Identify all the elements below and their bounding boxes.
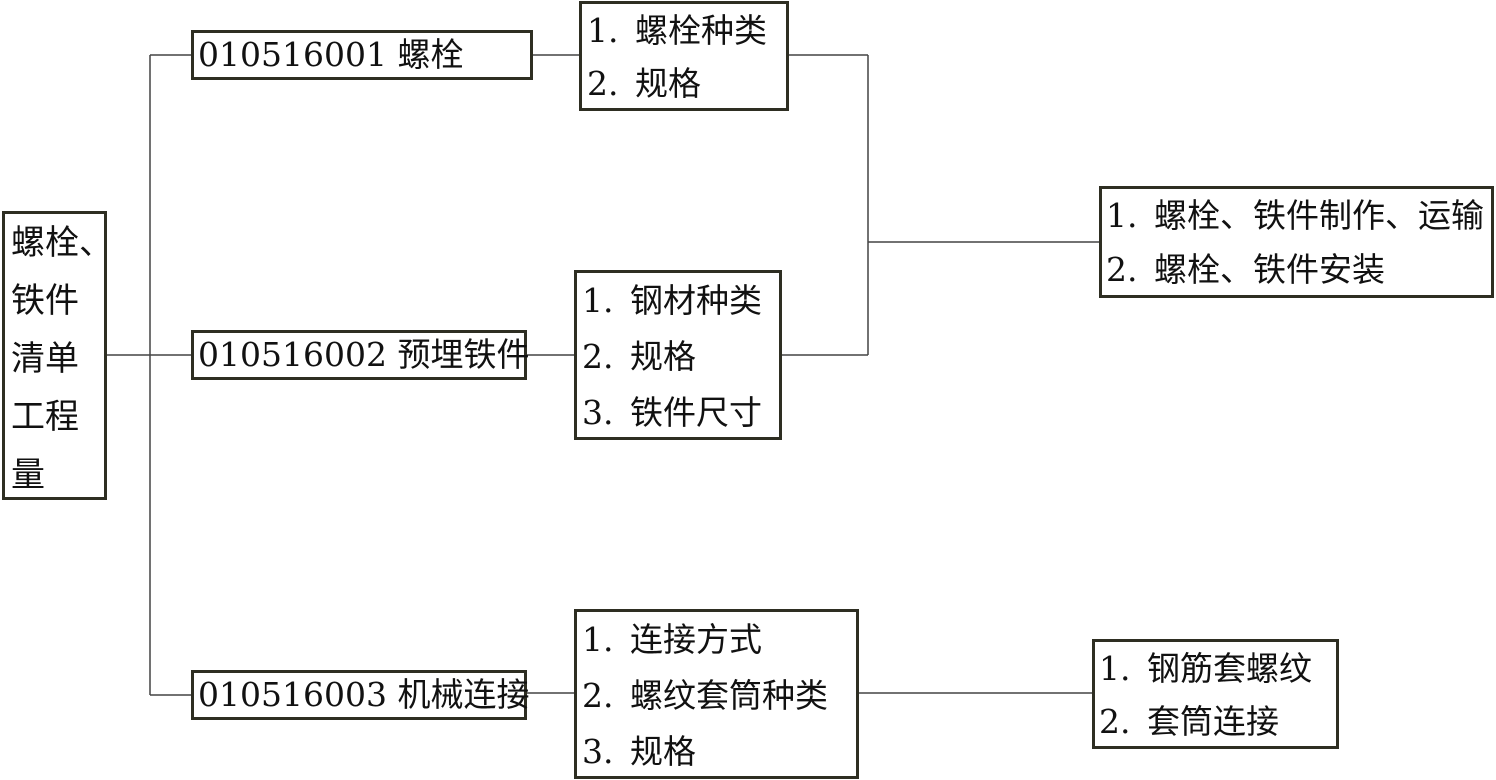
- work-text: 螺栓、铁件安装: [1154, 250, 1385, 289]
- feature-text: 铁件尺寸: [630, 393, 762, 432]
- feature-number: 3.: [582, 732, 614, 771]
- feature-text: 钢材种类: [630, 281, 762, 320]
- feature-text: 规格: [635, 64, 701, 103]
- item-code-label: 010516002 预埋铁件: [198, 335, 530, 374]
- work-number: 1.: [1106, 196, 1138, 235]
- feature-text: 螺纹套筒种类: [630, 676, 828, 715]
- feature-number: 2.: [582, 676, 614, 715]
- feature-line: 2. 螺纹套筒种类: [582, 668, 856, 724]
- feature-line: 1. 钢材种类: [582, 273, 779, 329]
- root-line: 螺栓、: [11, 223, 113, 263]
- root-line: 量: [11, 455, 45, 495]
- work-line: 2. 螺栓、铁件安装: [1106, 243, 1491, 297]
- root-node: 螺栓、 铁件 清单 工程 量: [2, 211, 113, 500]
- feature-line: 3. 规格: [582, 724, 856, 780]
- work-line: 1. 钢筋套螺纹: [1099, 642, 1336, 695]
- item-features-node: 1. 连接方式 2. 螺纹套筒种类 3. 规格: [574, 609, 859, 779]
- feature-line: 2. 规格: [587, 57, 786, 110]
- feature-text: 规格: [630, 337, 696, 376]
- feature-line: 1. 连接方式: [582, 612, 856, 668]
- feature-number: 3.: [582, 393, 614, 432]
- item-code-label: 010516003 机械连接: [198, 675, 530, 714]
- item-code-label: 010516001 螺栓: [198, 35, 464, 74]
- feature-line: 1. 螺栓种类: [587, 4, 786, 57]
- item-features-node: 1. 螺栓种类 2. 规格: [579, 1, 789, 111]
- feature-text: 螺栓种类: [635, 11, 767, 50]
- work-line: 2. 套筒连接: [1099, 695, 1336, 748]
- work-content-node: 1. 钢筋套螺纹 2. 套筒连接: [1092, 639, 1339, 749]
- feature-number: 1.: [582, 281, 614, 320]
- item-code-node: 010516003 机械连接: [191, 670, 530, 720]
- item-features-node: 1. 钢材种类 2. 规格 3. 铁件尺寸: [574, 270, 782, 440]
- work-number: 1.: [1099, 649, 1131, 688]
- item-code-node: 010516002 预埋铁件: [191, 330, 530, 380]
- work-text: 钢筋套螺纹: [1147, 649, 1312, 688]
- root-line: 铁件: [11, 281, 79, 321]
- work-text: 套筒连接: [1147, 702, 1279, 741]
- item-code-node: 010516001 螺栓: [191, 30, 533, 80]
- feature-number: 2.: [587, 64, 619, 103]
- feature-text: 连接方式: [630, 620, 762, 659]
- feature-line: 2. 规格: [582, 329, 779, 385]
- feature-number: 2.: [582, 337, 614, 376]
- work-text: 螺栓、铁件制作、运输: [1154, 196, 1484, 235]
- feature-text: 规格: [630, 732, 696, 771]
- work-number: 2.: [1106, 250, 1138, 289]
- work-line: 1. 螺栓、铁件制作、运输: [1106, 189, 1491, 243]
- root-line: 工程: [11, 397, 79, 437]
- feature-line: 3. 铁件尺寸: [582, 385, 779, 441]
- root-line: 清单: [11, 339, 79, 379]
- feature-number: 1.: [587, 11, 619, 50]
- feature-number: 1.: [582, 620, 614, 659]
- work-number: 2.: [1099, 702, 1131, 741]
- work-content-node: 1. 螺栓、铁件制作、运输 2. 螺栓、铁件安装: [1099, 186, 1494, 298]
